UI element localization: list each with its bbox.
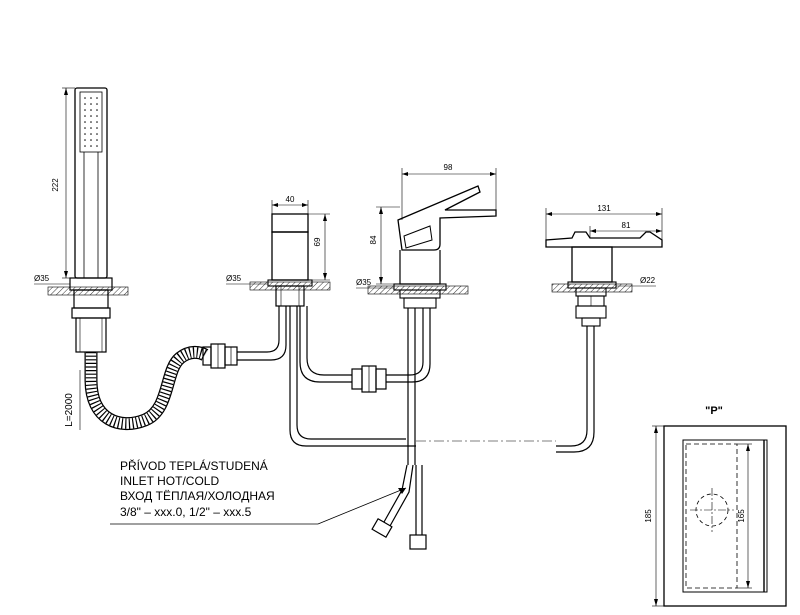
hose-length-label: L=2000 [64, 393, 75, 427]
shower-dimensions: 222 Ø35 [34, 87, 75, 285]
valve-hole-dia-label: Ø35 [226, 274, 242, 283]
mixer-height-label: 84 [369, 235, 378, 244]
valve-height-label: 69 [313, 237, 322, 246]
shower-length-label: 222 [51, 178, 60, 192]
detail-p: "P" 185 165 [644, 405, 787, 607]
shower-hole-dia-label: Ø35 [34, 274, 50, 283]
mixer-dimensions: 98 84 Ø35 [356, 163, 497, 289]
spout-length-label: 131 [597, 204, 611, 213]
panel-inner-height-label: 165 [737, 509, 746, 523]
hand-shower [47, 87, 129, 353]
inlet-text-russian: ВХОД ТЁПЛАЯ/ХОЛОДНАЯ [120, 489, 275, 503]
detail-p-label: "P" [705, 405, 723, 417]
inlet-text-sizes: 3/8" – xxx.0, 1/2" – xxx.5 [120, 505, 252, 519]
bath-spout [545, 231, 663, 327]
inlet-text-czech: PŘÍVOD TEPLÁ/STUDENÁ [120, 458, 268, 473]
valve-width-label: 40 [286, 195, 295, 204]
spout-dimensions: 131 81 Ø22 [545, 204, 663, 287]
shower-nozzle-dots [84, 97, 98, 147]
hose-dimension: L=2000 [64, 370, 81, 430]
valve-dimensions: 40 69 Ø35 [226, 195, 330, 285]
spout-outlet-label: 81 [622, 221, 631, 230]
spout-hole-dia-label: Ø22 [640, 276, 656, 285]
mixer-hole-dia-label: Ø35 [356, 278, 372, 287]
panel-outer-height-label: 185 [644, 509, 653, 523]
mixer-tap [367, 185, 497, 309]
piping [237, 306, 595, 550]
inlet-label: PŘÍVOD TEPLÁ/STUDENÁ INLET HOT/COLD ВХОД… [110, 458, 407, 525]
shower-hose [84, 343, 238, 431]
inlet-text-english: INLET HOT/COLD [120, 474, 219, 488]
diverter-valve [249, 213, 331, 307]
mixer-reach-label: 98 [444, 163, 453, 172]
